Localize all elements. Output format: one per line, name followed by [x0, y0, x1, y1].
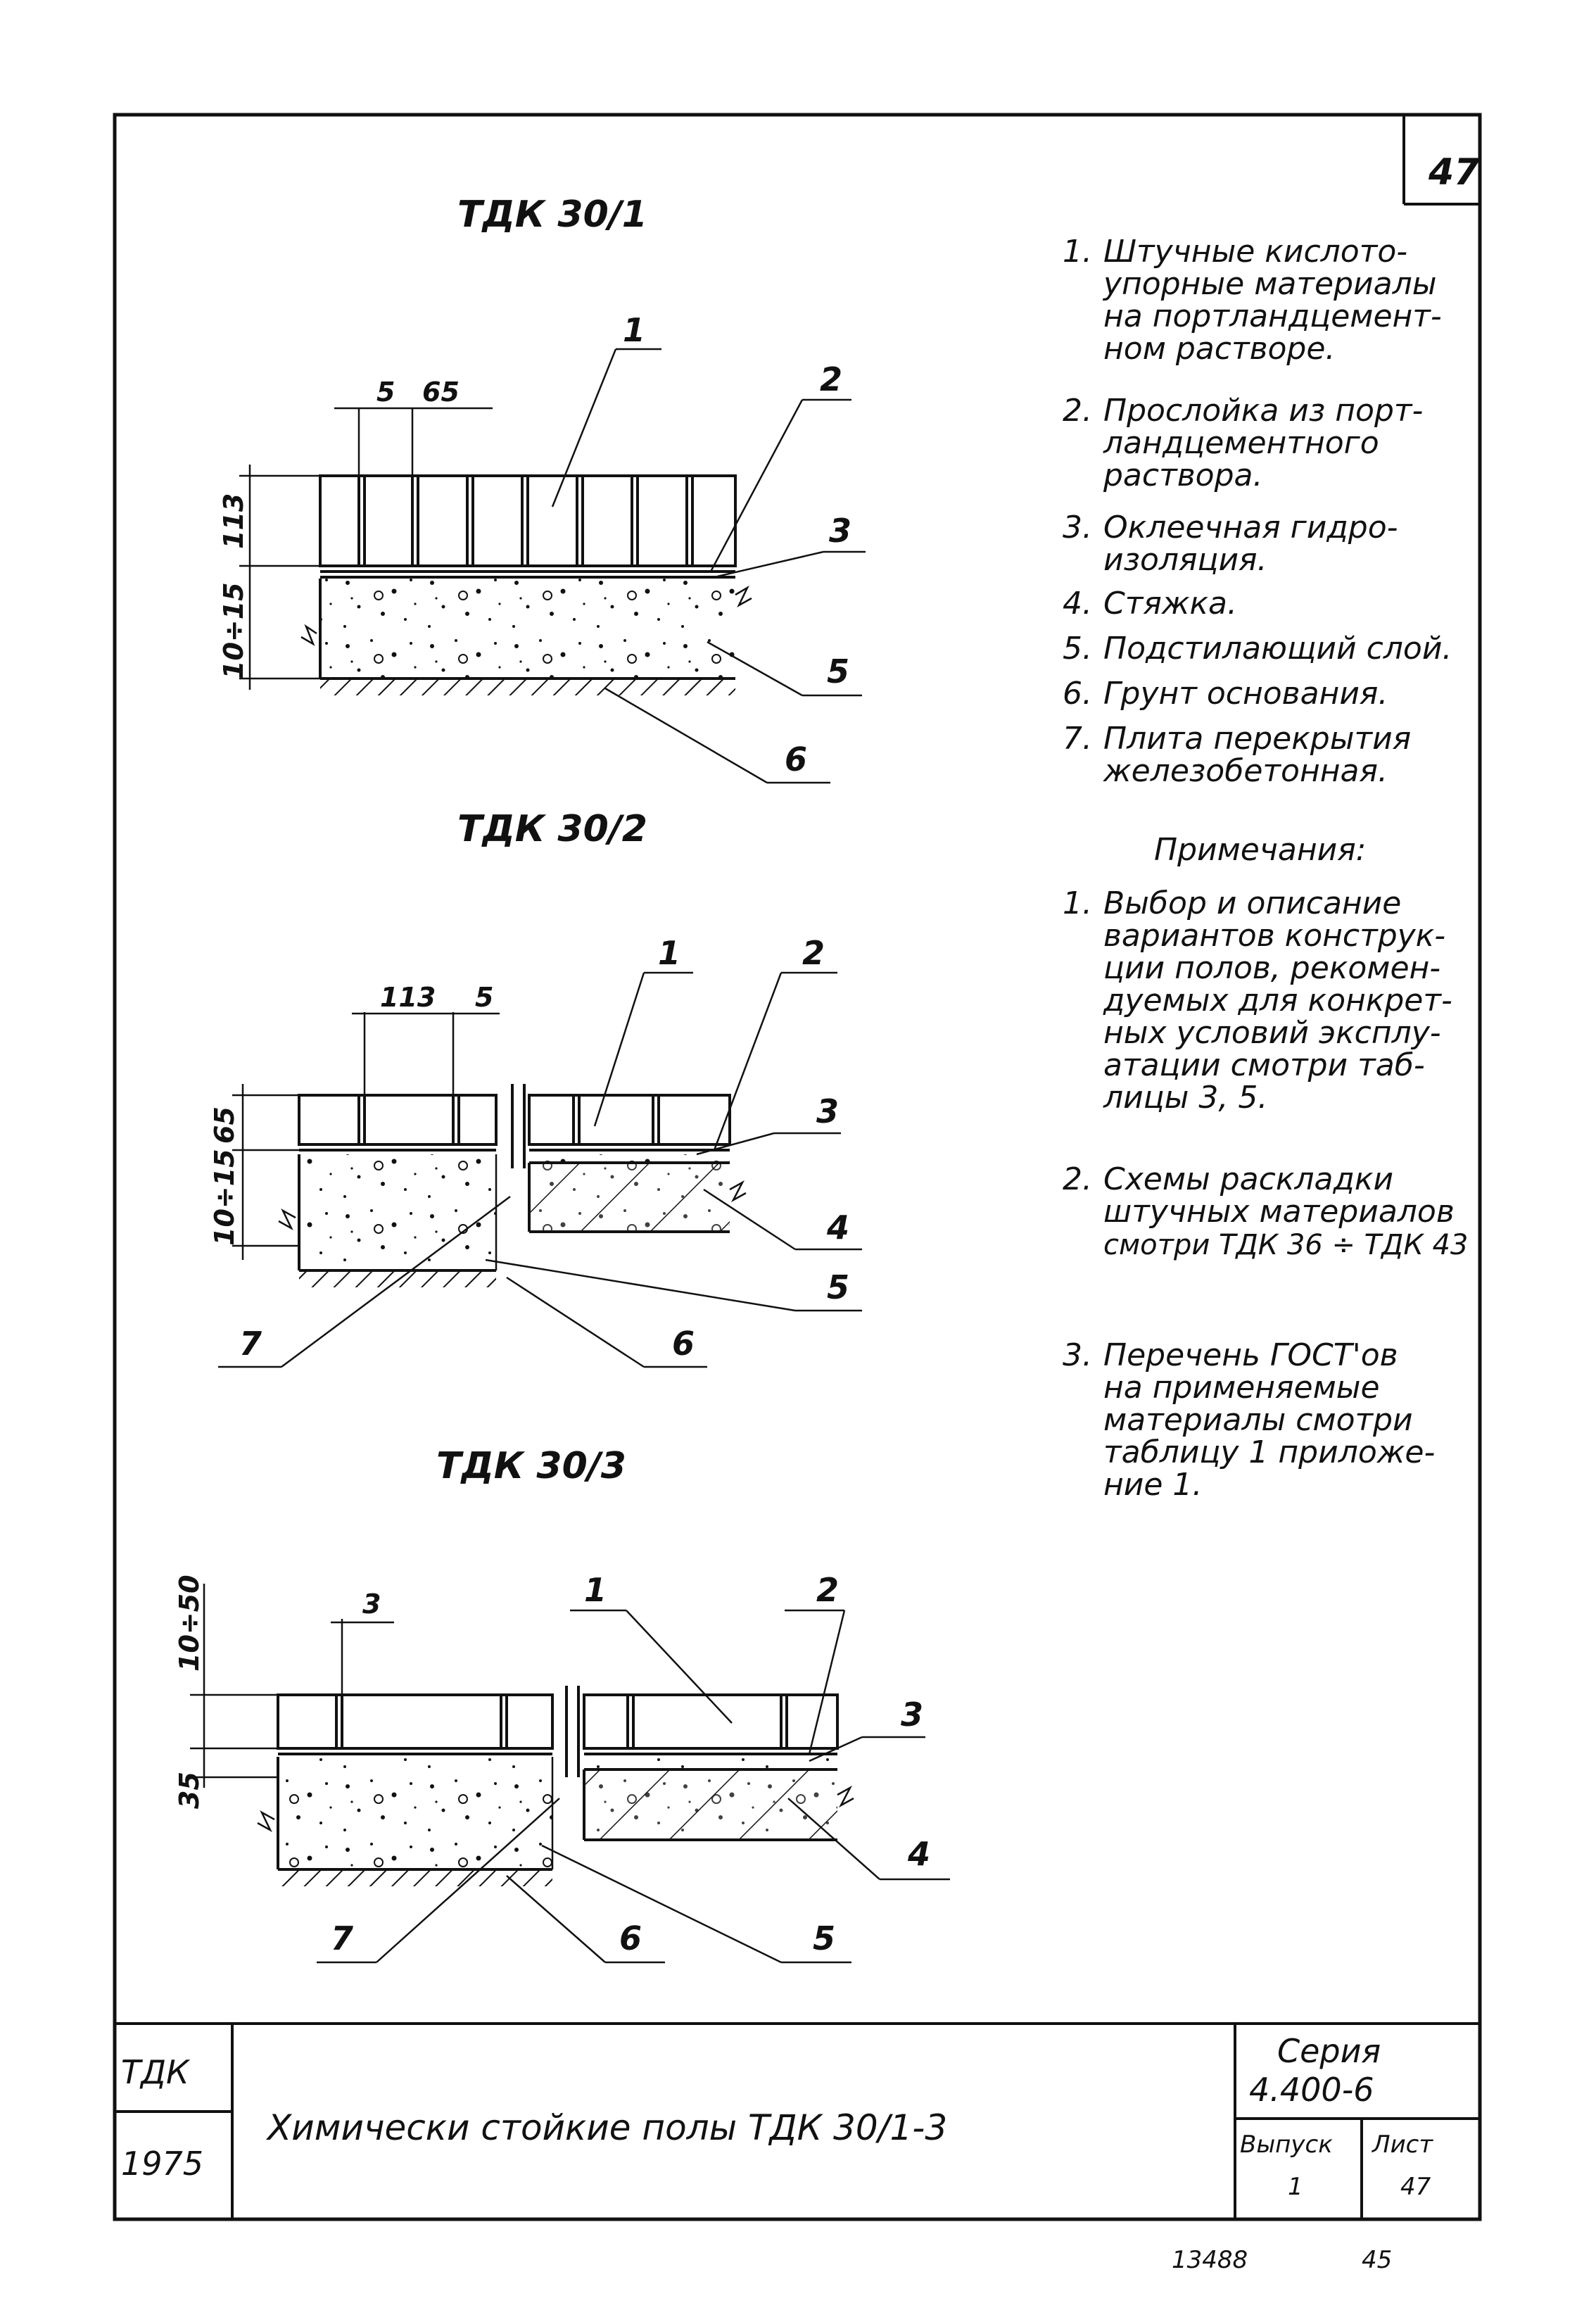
note-line: атации смотри таб- [1103, 1047, 1425, 1083]
callout-6: 6 [672, 1325, 695, 1363]
legend-line: Оклеечная гидро- [1103, 510, 1398, 545]
legend-line: на портландцемент- [1103, 298, 1442, 334]
detail-title: ТДК 30/3 [436, 1445, 626, 1487]
dim-5: 5 [475, 982, 493, 1013]
callout-5: 5 [827, 652, 849, 690]
note-line: ции полов, рекомен- [1103, 950, 1440, 986]
dim-65: 65 [209, 1106, 240, 1144]
note-num: 2. [1063, 1161, 1092, 1197]
callout-2: 2 [820, 360, 842, 398]
callout-1: 1 [658, 934, 680, 972]
notes-title: Примечания: [1154, 832, 1367, 868]
notes-block: Примечания: 1. Выбор и описание варианто… [1063, 832, 1468, 1503]
note-line: на применяемые [1103, 1370, 1380, 1406]
tb-issue-value: 1 [1288, 2173, 1303, 2201]
legend-line: изоляция. [1103, 542, 1267, 578]
callout-2: 2 [802, 934, 825, 972]
note-num: 1. [1063, 885, 1092, 921]
tb-issue-label: Выпуск [1240, 2131, 1333, 2159]
detail-tdk-30-3: ТДК 30/3 10÷50 35 3 [174, 1445, 950, 1964]
subbase-concrete [320, 579, 735, 679]
detail-tdk-30-1: ТДК 30/1 113 10÷15 5 65 [218, 194, 866, 784]
callout-3: 3 [829, 512, 851, 550]
title-block: ТДК 1975 Химически стойкие полы ТДК 30/1… [115, 2022, 1480, 2219]
callout-4: 4 [907, 1835, 930, 1873]
brick-row [319, 474, 737, 567]
legend-num: 7. [1063, 721, 1092, 757]
legend-line: Прослойка из порт- [1103, 393, 1423, 429]
dim-3: 3 [362, 1589, 381, 1620]
dim-113: 113 [218, 493, 249, 549]
note-line: Выбор и описание [1103, 885, 1401, 921]
dim-65: 65 [422, 377, 460, 408]
note-line: дуемых для конкрет- [1103, 983, 1452, 1018]
legend-line: Стяжка. [1103, 586, 1237, 622]
legend-block: 1. Штучные кислото- упорные материалы на… [1063, 234, 1452, 789]
legend-line: ландцементного [1103, 425, 1379, 461]
note-line: смотри ТДК 36 ÷ ТДК 43 [1103, 1229, 1468, 1261]
legend-num: 4. [1063, 586, 1092, 622]
legend-line: ном растворе. [1103, 331, 1335, 367]
legend-line: упорные материалы [1102, 266, 1436, 302]
legend-line: раствора. [1103, 458, 1262, 493]
callout-1: 1 [584, 1571, 607, 1609]
dim-10-15: 10÷15 [218, 582, 249, 679]
callout-6: 6 [785, 740, 807, 778]
callout-4: 4 [826, 1209, 849, 1247]
detail-tdk-30-2: ТДК 30/2 65 10÷15 113 [209, 808, 862, 1368]
callout-1: 1 [623, 311, 645, 349]
callout-7: 7 [331, 1919, 353, 1957]
tb-series-value: 4.400-6 [1249, 2071, 1374, 2109]
callout-5: 5 [827, 1268, 849, 1306]
note-line: вариантов конструк- [1103, 918, 1445, 954]
callout-7: 7 [239, 1325, 262, 1363]
dim-10-15: 10÷15 [209, 1149, 240, 1246]
note-line: материалы смотри [1103, 1402, 1413, 1438]
callout-5: 5 [813, 1919, 835, 1957]
tb-sheet-value: 47 [1400, 2173, 1431, 2201]
detail-title: ТДК 30/1 [457, 194, 647, 236]
callout-2: 2 [816, 1571, 839, 1609]
dim-113: 113 [380, 982, 436, 1013]
detail-title: ТДК 30/2 [457, 808, 647, 850]
callout-3: 3 [901, 1696, 923, 1734]
note-line: ных условий эксплу- [1103, 1015, 1441, 1051]
legend-line: Грунт основания. [1103, 676, 1388, 712]
legend-num: 3. [1063, 510, 1092, 545]
ground-hatch [320, 680, 735, 695]
legend-line: Подстилающий слой. [1103, 631, 1452, 667]
dim-10-50: 10÷50 [174, 1575, 205, 1672]
tb-code: ТДК [121, 2053, 191, 2091]
legend-line: Штучные кислото- [1103, 234, 1407, 270]
sheet-frame [113, 113, 1482, 2221]
note-line: штучных материалов [1103, 1194, 1455, 1230]
legend-line: Плита перекрытия [1103, 721, 1411, 757]
note-num: 3. [1063, 1337, 1092, 1373]
tb-series-label: Серия [1277, 2032, 1381, 2070]
note-line: Схемы раскладки [1103, 1161, 1393, 1197]
dim-5: 5 [376, 377, 395, 408]
legend-num: 2. [1063, 393, 1092, 429]
legend-num: 6. [1063, 676, 1092, 712]
sheet-number: 47 [1428, 151, 1480, 194]
tb-sheet-label: Лист [1371, 2131, 1433, 2159]
callout-3: 3 [816, 1092, 839, 1130]
note-line: ние 1. [1103, 1467, 1202, 1503]
legend-line: железобетонная. [1103, 753, 1388, 789]
footer-mark: 45 [1362, 2246, 1392, 2274]
tb-year: 1975 [121, 2145, 203, 2183]
callout-6: 6 [619, 1919, 642, 1957]
tb-title: Химически стойкие полы ТДК 30/1-3 [265, 2107, 947, 2148]
dim-35: 35 [174, 1772, 205, 1809]
legend-num: 1. [1063, 234, 1092, 270]
note-line: таблицу 1 приложе- [1103, 1434, 1435, 1470]
note-line: лицы 3, 5. [1103, 1080, 1267, 1116]
footer-inventory-number: 13488 [1172, 2246, 1248, 2274]
legend-num: 5. [1063, 631, 1092, 667]
note-line: Перечень ГОСТ'ов [1103, 1337, 1398, 1373]
